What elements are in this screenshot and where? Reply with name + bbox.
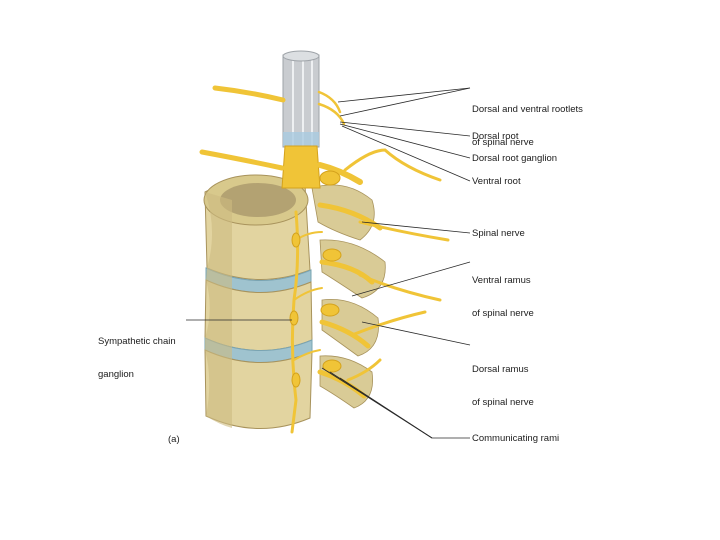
spinal-cord-meninges bbox=[283, 132, 319, 146]
leader-rootlets-b bbox=[340, 88, 470, 116]
label-sympathetic-chain: Sympathetic chain ganglion bbox=[98, 314, 176, 391]
leader-rootlets-a bbox=[338, 88, 470, 102]
sympathetic-ganglion-1 bbox=[292, 233, 300, 247]
label-dorsal-ramus-line1: Dorsal ramus bbox=[472, 364, 534, 375]
ventral-ramus-1 bbox=[360, 222, 448, 240]
label-dorsal-ramus: Dorsal ramus of spinal nerve bbox=[472, 342, 534, 419]
spinal-cord bbox=[282, 51, 320, 188]
label-rootlets: Dorsal and ventral rootlets of spinal ne… bbox=[472, 82, 583, 159]
label-dorsal-root-ganglion: Dorsal root ganglion bbox=[472, 153, 557, 164]
upper-branch bbox=[345, 150, 440, 180]
left-spinal-nerve-mid bbox=[202, 152, 282, 168]
sympathetic-ganglion-3 bbox=[292, 373, 300, 387]
dorsal-root-ganglion bbox=[320, 171, 340, 185]
label-ventral-ramus-line2: of spinal nerve bbox=[472, 308, 534, 319]
spinal-cord-lower bbox=[282, 146, 320, 188]
ganglion-level-2 bbox=[323, 249, 341, 261]
sympathetic-ganglion-2 bbox=[290, 311, 298, 325]
panel-letter: (a) bbox=[168, 434, 180, 445]
rootlets-lower bbox=[319, 104, 344, 124]
label-communicating-rami: Communicating rami bbox=[472, 433, 559, 444]
label-rootlets-line1: Dorsal and ventral rootlets bbox=[472, 104, 583, 115]
label-dorsal-root: Dorsal root bbox=[472, 131, 518, 142]
left-spinal-nerve-upper bbox=[215, 88, 283, 100]
label-dorsal-ramus-line2: of spinal nerve bbox=[472, 397, 534, 408]
label-spinal-nerve: Spinal nerve bbox=[472, 228, 525, 239]
label-ventral-ramus-line1: Ventral ramus bbox=[472, 275, 534, 286]
label-ventral-root: Ventral root bbox=[472, 176, 521, 187]
spinal-cord-cut-surface bbox=[283, 51, 319, 61]
ganglion-level-3 bbox=[321, 304, 339, 316]
label-ventral-ramus: Ventral ramus of spinal nerve bbox=[472, 253, 534, 330]
label-sympathetic-line1: Sympathetic chain bbox=[98, 336, 176, 347]
label-sympathetic-line2: ganglion bbox=[98, 369, 176, 380]
